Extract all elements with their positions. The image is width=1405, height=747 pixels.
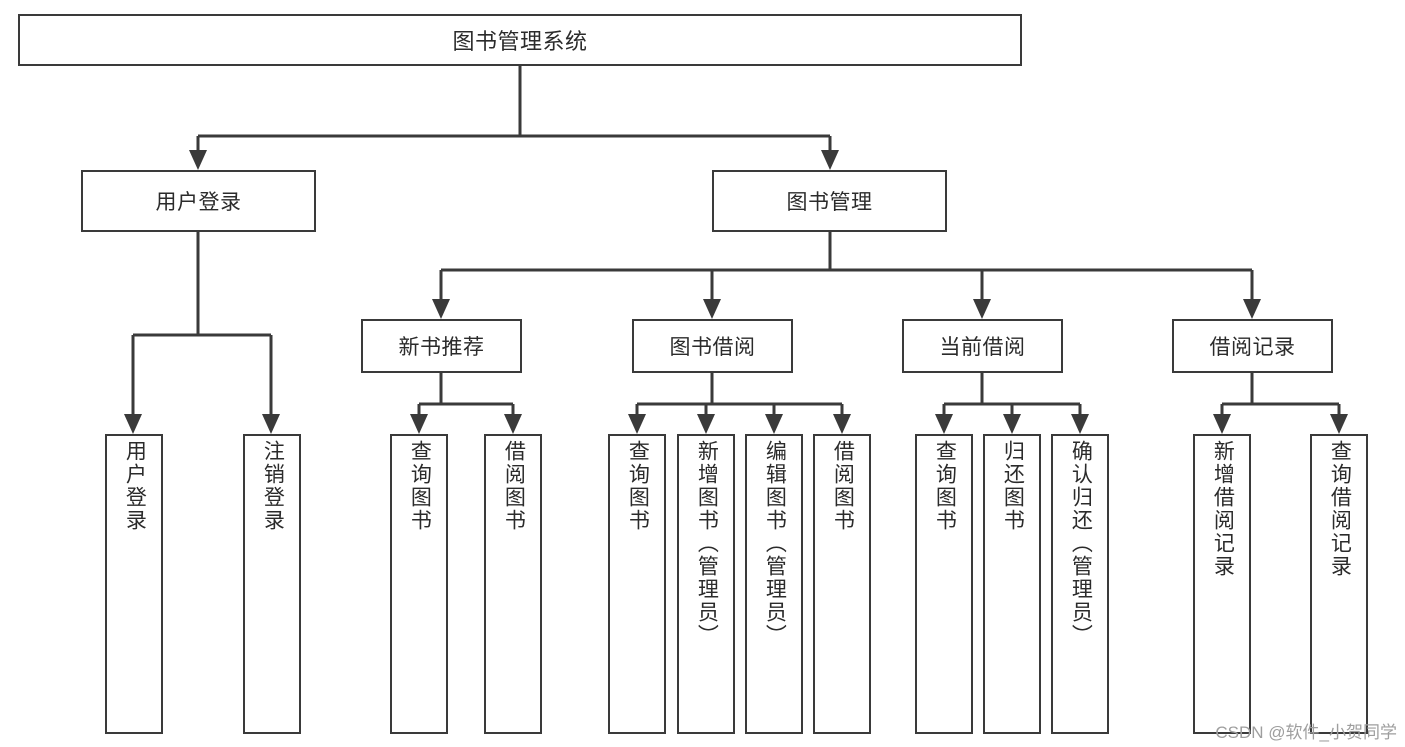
node-label: 当前借阅 bbox=[939, 336, 1026, 359]
node-label: 确认归还（管理员） bbox=[1069, 440, 1093, 647]
node-label: 编辑图书（管理员） bbox=[763, 440, 787, 647]
node-leaf-8[interactable]: 查询图书 bbox=[915, 434, 973, 734]
node-label: 用户登录 bbox=[123, 440, 147, 532]
arrow-head-level1-1 bbox=[821, 150, 839, 170]
node-label: 新增借阅记录 bbox=[1211, 440, 1235, 578]
node-label: 借阅图书 bbox=[831, 440, 855, 532]
node-leaf-9[interactable]: 归还图书 bbox=[983, 434, 1041, 734]
arrow-head-level2-0 bbox=[432, 299, 450, 319]
node-label: 查询图书 bbox=[408, 440, 432, 532]
node-leaf-7[interactable]: 借阅图书 bbox=[813, 434, 871, 734]
arrow-head-level3-8 bbox=[935, 414, 953, 434]
arrow-head-level3-9 bbox=[1003, 414, 1021, 434]
node-label: 图书管理系统 bbox=[452, 29, 588, 54]
node-label: 查询图书 bbox=[626, 440, 650, 532]
arrow-heads bbox=[124, 150, 1348, 434]
arrow-head-level3-6 bbox=[765, 414, 783, 434]
watermark: CSDN @软件_小贺同学 bbox=[1215, 723, 1397, 742]
arrow-head-level3-7 bbox=[833, 414, 851, 434]
arrow-head-level3-3 bbox=[504, 414, 522, 434]
node-label: 用户登录 bbox=[155, 191, 242, 214]
arrow-head-level2-3 bbox=[1243, 299, 1261, 319]
arrow-head-level3-0 bbox=[124, 414, 142, 434]
node-level2-2[interactable]: 当前借阅 bbox=[902, 319, 1063, 373]
node-label: 借阅记录 bbox=[1209, 336, 1296, 359]
node-leaf-11[interactable]: 新增借阅记录 bbox=[1193, 434, 1251, 734]
node-leaf-12[interactable]: 查询借阅记录 bbox=[1310, 434, 1368, 734]
node-label: 归还图书 bbox=[1001, 440, 1025, 532]
arrow-head-level3-4 bbox=[628, 414, 646, 434]
node-level1-1[interactable]: 图书管理 bbox=[712, 170, 947, 232]
node-level2-1[interactable]: 图书借阅 bbox=[632, 319, 793, 373]
node-level2-0[interactable]: 新书推荐 bbox=[361, 319, 522, 373]
node-leaf-1[interactable]: 注销登录 bbox=[243, 434, 301, 734]
node-leaf-4[interactable]: 查询图书 bbox=[608, 434, 666, 734]
arrow-head-level3-2 bbox=[410, 414, 428, 434]
node-root-system[interactable]: 图书管理系统 bbox=[18, 14, 1022, 66]
node-label: 新增图书（管理员） bbox=[695, 440, 719, 647]
node-leaf-5[interactable]: 新增图书（管理员） bbox=[677, 434, 735, 734]
node-label: 借阅图书 bbox=[502, 440, 526, 532]
arrow-head-level3-12 bbox=[1330, 414, 1348, 434]
arrow-head-level2-1 bbox=[703, 299, 721, 319]
node-label: 图书借阅 bbox=[669, 336, 756, 359]
arrow-head-level2-2 bbox=[973, 299, 991, 319]
node-level1-0[interactable]: 用户登录 bbox=[81, 170, 316, 232]
arrow-head-level1-0 bbox=[189, 150, 207, 170]
node-label: 查询借阅记录 bbox=[1328, 440, 1352, 578]
node-label: 新书推荐 bbox=[398, 336, 485, 359]
node-leaf-2[interactable]: 查询图书 bbox=[390, 434, 448, 734]
arrow-head-level3-5 bbox=[697, 414, 715, 434]
node-leaf-0[interactable]: 用户登录 bbox=[105, 434, 163, 734]
node-label: 图书管理 bbox=[786, 191, 873, 214]
node-level2-3[interactable]: 借阅记录 bbox=[1172, 319, 1333, 373]
arrow-head-level3-1 bbox=[262, 414, 280, 434]
node-leaf-3[interactable]: 借阅图书 bbox=[484, 434, 542, 734]
node-label: 查询图书 bbox=[933, 440, 957, 532]
node-label: 注销登录 bbox=[261, 440, 285, 532]
arrow-head-level3-11 bbox=[1213, 414, 1231, 434]
node-leaf-10[interactable]: 确认归还（管理员） bbox=[1051, 434, 1109, 734]
arrow-head-level3-10 bbox=[1071, 414, 1089, 434]
node-leaf-6[interactable]: 编辑图书（管理员） bbox=[745, 434, 803, 734]
